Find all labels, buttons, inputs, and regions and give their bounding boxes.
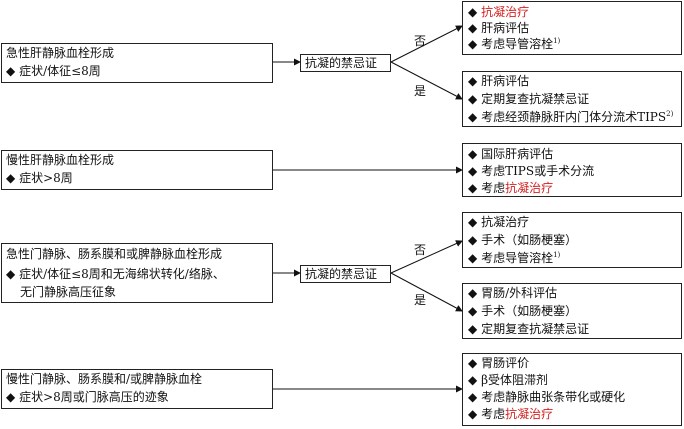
s3-no-item-2: ◆ 考虑导管溶栓1) <box>468 251 561 265</box>
s1-criteria: ◆ 症状/体征≤8周 <box>6 64 101 78</box>
bullet-icon: ◆ <box>468 147 478 161</box>
s4-title: 慢性门静脉、肠系膜和/或脾静脉血栓 <box>6 372 203 386</box>
s2-title: 慢性肝静脉血栓形成 <box>6 153 115 167</box>
s1-title: 急性肝静脉血栓形成 <box>6 46 115 60</box>
s1-decision-box <box>300 54 391 72</box>
s3-yes-item-1: ◆ 手术（如肠梗塞） <box>468 304 578 318</box>
s3-condition-box <box>1 243 273 303</box>
bullet-icon: ◆ <box>6 390 16 404</box>
bullet-icon: ◆ <box>468 286 478 300</box>
s4-item-1: ◆ β受体阻滞剂 <box>468 373 549 387</box>
s2-item-2: ◆ 考虑抗凝治疗 <box>468 181 554 195</box>
s3-branch-no: 否 <box>414 243 427 257</box>
s1-condition-box <box>1 43 273 83</box>
bullet-icon: ◆ <box>6 267 16 281</box>
s1-branch-yes: 是 <box>414 84 427 98</box>
bullet-icon: ◆ <box>468 92 478 106</box>
s1-yes-item-1: ◆ 定期复查抗凝禁忌证 <box>468 92 590 106</box>
bullet-icon: ◆ <box>468 390 478 404</box>
s2-items-box <box>462 143 682 197</box>
s4-condition-box <box>1 369 273 409</box>
bullet-icon: ◆ <box>468 356 478 370</box>
connector-s1-yes <box>390 61 463 100</box>
s3-title: 急性门静脉、肠系膜和或脾静脉血栓形成 <box>6 247 223 261</box>
bullet-icon: ◆ <box>6 171 16 185</box>
connector-s1-no <box>390 25 463 63</box>
connector-s3-yes <box>390 272 463 312</box>
s3-decision-label: 抗凝的禁忌证 <box>305 267 378 281</box>
s4-item-0: ◆ 胃肠评价 <box>468 356 530 370</box>
s3-yes-item-0: ◆ 胃肠/外科评估 <box>468 286 558 300</box>
s3-no-item-0: ◆ 抗凝治疗 <box>468 215 530 229</box>
s1-no-item-2: ◆ 考虑导管溶栓1) <box>468 37 561 51</box>
s3-branch-yes: 是 <box>414 293 427 307</box>
s2-item-1: ◆ 考虑TIPS或手术分流 <box>468 164 595 178</box>
s1-no-box <box>462 1 682 55</box>
s3-yes-box <box>462 283 682 339</box>
s1-no-item-1: ◆ 肝病评估 <box>468 21 530 35</box>
bullet-icon: ◆ <box>468 181 478 195</box>
s2-condition-box <box>1 150 273 190</box>
bullet-icon: ◆ <box>6 64 16 78</box>
connector-s3-no <box>390 240 463 274</box>
s2-criteria: ◆ 症状>8周 <box>6 171 73 185</box>
s3-decision-box <box>300 265 391 283</box>
bullet-icon: ◆ <box>468 407 478 421</box>
bullet-icon: ◆ <box>468 233 478 247</box>
bullet-icon: ◆ <box>468 110 478 124</box>
bullet-icon: ◆ <box>468 164 478 178</box>
bullet-icon: ◆ <box>468 304 478 318</box>
s4-criteria: ◆ 症状>8周或门脉高压的迹象 <box>6 390 169 404</box>
s1-yes-item-0: ◆ 肝病评估 <box>468 74 530 88</box>
bullet-icon: ◆ <box>468 251 478 265</box>
s3-yes-item-2: ◆ 定期复查抗凝禁忌证 <box>468 322 590 336</box>
s3-criteria-line2: 无门静脉高压征象 <box>20 285 117 299</box>
s4-items-box <box>462 353 682 426</box>
s1-decision-label: 抗凝的禁忌证 <box>305 56 378 70</box>
bullet-icon: ◆ <box>468 37 478 51</box>
s3-criteria-line1: ◆ 症状/体征≤8周和无海绵状转化/络脉、 <box>6 267 225 281</box>
s2-item-0: ◆ 国际肝病评估 <box>468 147 554 161</box>
s3-no-box <box>462 212 682 268</box>
s4-item-3: ◆ 考虑抗凝治疗 <box>468 407 554 421</box>
s1-yes-item-2: ◆ 考虑经颈静脉肝内门体分流术TIPS2) <box>468 110 674 124</box>
bullet-icon: ◆ <box>468 322 478 336</box>
s1-branch-no: 否 <box>414 34 427 48</box>
s3-no-item-1: ◆ 手术（如肠梗塞） <box>468 233 578 247</box>
bullet-icon: ◆ <box>468 5 478 19</box>
bullet-icon: ◆ <box>468 215 478 229</box>
bullet-icon: ◆ <box>468 74 478 88</box>
bullet-icon: ◆ <box>468 21 478 35</box>
s4-item-2: ◆ 考虑静脉曲张条带化或硬化 <box>468 390 626 404</box>
s1-no-item-0: ◆ 抗凝治疗 <box>468 5 530 19</box>
s1-yes-box <box>462 71 682 127</box>
bullet-icon: ◆ <box>468 373 478 387</box>
